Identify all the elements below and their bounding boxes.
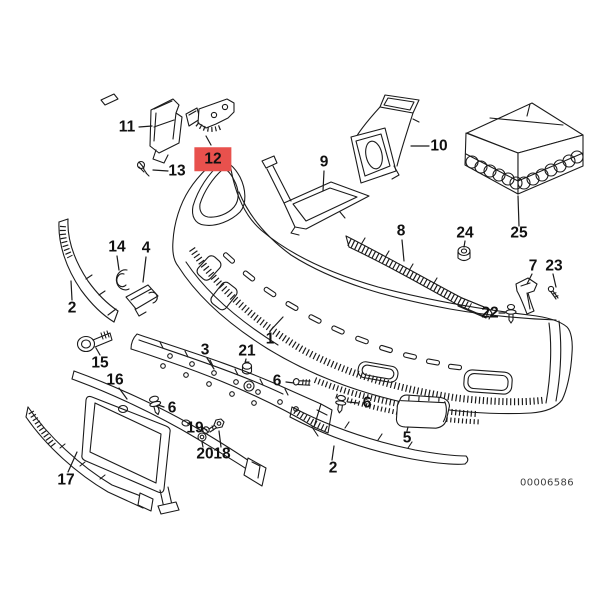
part-label-6c[interactable]: 6 [362,394,372,412]
part-12-bracket-drawing [185,98,235,132]
part-6-clip-center-drawing [149,395,162,416]
part-label-18[interactable]: 18 [213,445,231,463]
part-9-support-drawing [261,155,370,236]
part-label-11[interactable]: 11 [118,118,136,136]
document-number: 00006586 [519,477,575,489]
part-2-bottom-trim-drawing [289,406,469,465]
part-21-grommet-drawing [241,361,253,375]
leader-lines [67,125,557,473]
part-18-nut-drawing [213,418,225,429]
part-2-left-trim-drawing [58,218,119,323]
part-label-25[interactable]: 25 [510,224,528,242]
part-label-4[interactable]: 4 [141,239,151,257]
part-label-9[interactable]: 9 [319,153,329,171]
part-5-absorber-drawing [395,394,451,429]
part-24-nut-drawing [457,245,471,262]
part-label-7[interactable]: 7 [528,257,538,275]
part-label-13[interactable]: 13 [168,162,186,180]
part-label-19[interactable]: 19 [186,419,204,437]
part-label-6b[interactable]: 6 [167,399,177,417]
part-1-bumper-drawing [172,150,573,425]
part-label-6a[interactable]: 6 [272,372,282,390]
part-label-2a[interactable]: 2 [67,299,77,317]
part-10-duct-drawing [350,94,420,184]
part-label-5[interactable]: 5 [402,429,412,447]
part-label-14[interactable]: 14 [108,238,126,256]
part-label-1[interactable]: 1 [265,330,275,348]
part-13-clip-drawing [136,160,150,177]
part-23-screw-drawing [547,285,559,300]
part-7-bracket-drawing [515,277,538,315]
part-label-2b[interactable]: 2 [328,459,338,477]
part-label-16[interactable]: 16 [106,371,124,389]
part-6-clip-bottom-drawing [335,394,347,414]
part-label-8[interactable]: 8 [396,222,406,240]
part-22-clip-drawing [505,303,517,324]
part-label-22[interactable]: 22 [481,304,499,322]
part-label-24[interactable]: 24 [456,224,474,242]
part-14-clip-drawing [115,269,130,291]
part-label-21[interactable]: 21 [238,342,256,360]
part-4-bracket-drawing [125,284,159,317]
part-label-12-highlighted[interactable]: 12 [194,147,232,171]
part-label-17[interactable]: 17 [57,471,75,489]
part-3-reinforcement-drawing [130,333,333,437]
part-label-15[interactable]: 15 [91,354,109,372]
part-label-3[interactable]: 3 [200,341,210,359]
part-label-23[interactable]: 23 [545,257,563,275]
part-20-grommet-drawing [197,432,207,442]
part-17-lower-strip-drawing [25,406,154,512]
part-label-10[interactable]: 10 [430,137,448,155]
part-15-tow-eye-drawing [76,330,113,353]
part-25-box-drawing [464,102,584,195]
part-11-bracket-drawing [100,93,183,164]
part-6-clip-right-drawing [292,378,311,386]
part-8-strip-drawing [345,235,493,320]
part-label-20[interactable]: 20 [196,445,214,463]
part-16-plate-carrier-drawing [71,370,267,515]
